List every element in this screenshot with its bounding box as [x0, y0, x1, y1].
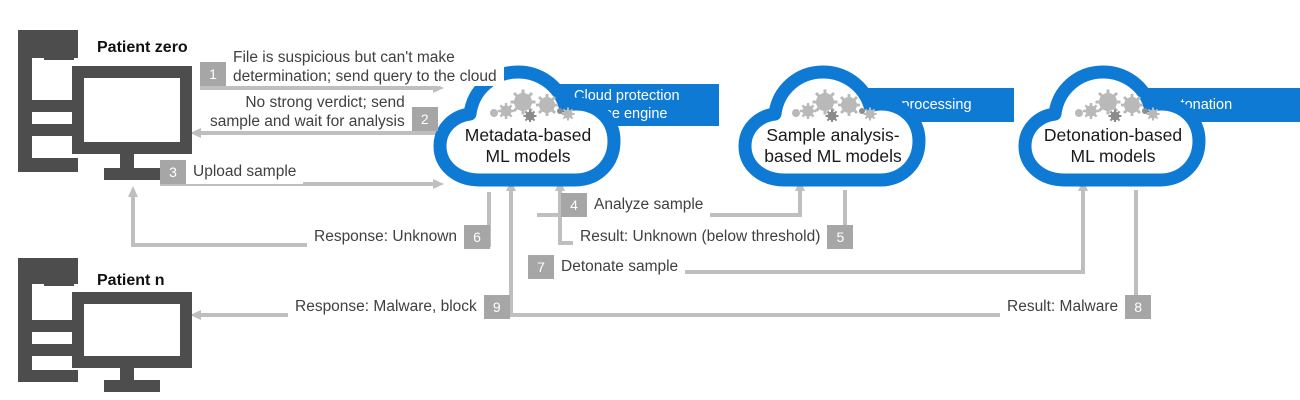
step-number-5: 5	[827, 225, 854, 249]
step-number-9: 9	[483, 295, 510, 319]
cloud-shape-icon	[1018, 65, 1206, 187]
step-number-3: 3	[160, 160, 186, 184]
step-label-9: 9 Response: Malware, block	[288, 295, 510, 319]
cloud-sample-analysis-ml-models[interactable]: Sample analysis- based ML models	[733, 62, 933, 190]
banner-file-processing: File processing	[860, 88, 1014, 122]
step-label-4: 4 Analyze sample	[561, 193, 711, 217]
cloud-detonation-ml-models[interactable]: Detonation-based ML models	[1013, 62, 1213, 190]
step-text-2: No strong verdict; send sample and wait …	[203, 94, 412, 131]
step-label-1: 1 File is suspicious but can't make dete…	[200, 44, 504, 86]
gears-icon	[1075, 89, 1160, 122]
step-text-3: Upload sample	[186, 160, 304, 184]
step-number-7: 7	[528, 255, 554, 279]
arrow-step-7	[529, 180, 1088, 274]
step-number-2: 2	[411, 107, 438, 131]
step-text-5: Result: Unknown (below threshold)	[573, 225, 828, 249]
step-label-7: 7 Detonate sample	[528, 255, 686, 279]
step-text-9: Response: Malware, block	[288, 295, 484, 319]
step-text-1: File is suspicious but can't make determ…	[226, 49, 504, 86]
step-label-6: 6 Response: Unknown	[307, 225, 491, 249]
step-number-8: 8	[1125, 295, 1152, 319]
device-label-patient-n: Patient n	[95, 272, 167, 290]
step-text-6: Response: Unknown	[307, 225, 465, 249]
device-label-patient-zero: Patient zero	[95, 39, 190, 57]
desktop-computer-icon-patient-n	[18, 258, 192, 392]
step-label-3: 3 Upload sample	[160, 160, 304, 184]
step-label-5: 5 Result: Unknown (below threshold)	[573, 225, 854, 249]
step-text-8: Result: Malware	[1000, 295, 1126, 319]
cloud-shape-icon	[738, 65, 926, 187]
step-label-8: 8 Result: Malware	[1000, 295, 1152, 319]
step-text-7: Detonate sample	[554, 255, 686, 279]
step-number-1: 1	[200, 62, 226, 86]
gears-icon	[490, 89, 575, 122]
step-number-4: 4	[561, 193, 587, 217]
step-text-4: Analyze sample	[587, 193, 711, 217]
step-number-6: 6	[464, 225, 491, 249]
gears-icon	[792, 89, 877, 122]
cloud-shape-icon	[433, 65, 621, 187]
step-label-2: 2 No strong verdict; send sample and wai…	[203, 89, 438, 131]
arrow-step-8	[506, 180, 1138, 317]
desktop-computer-icon-patient-zero	[18, 30, 192, 180]
